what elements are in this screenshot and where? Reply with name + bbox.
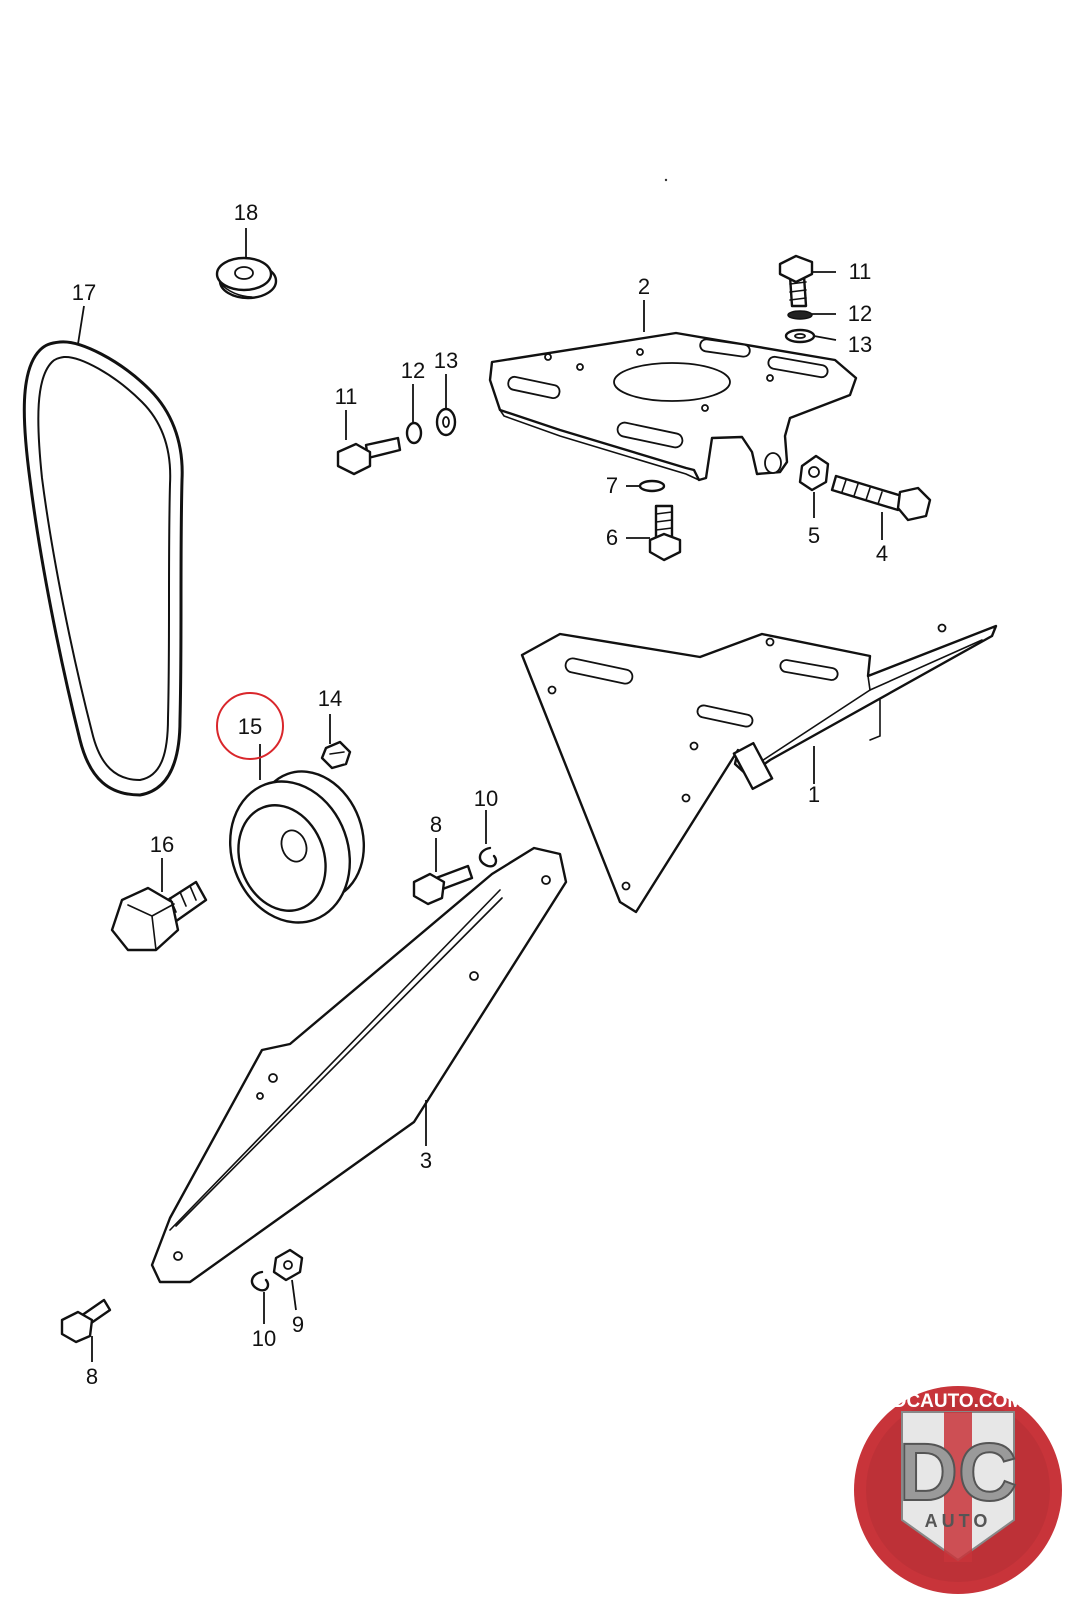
- pulley-bolt: [110, 880, 208, 952]
- callout-label: 2: [638, 274, 650, 299]
- leader-lines: [77, 228, 883, 1362]
- callout-label: 13: [848, 332, 872, 357]
- callout-label: 7: [606, 473, 618, 498]
- dcauto-logo: DCAUTO.COM DC AUTO: [854, 1386, 1062, 1594]
- circlip-upper: [478, 846, 498, 868]
- callout-label: 14: [318, 686, 342, 711]
- idler-pulley: [228, 770, 366, 924]
- tensioner-arm: [150, 846, 568, 1284]
- bolt-bottom: [60, 1298, 112, 1344]
- small-washer: [638, 479, 666, 493]
- callout-label: 17: [72, 280, 96, 305]
- callout-label: 10: [252, 1326, 276, 1351]
- long-bolt: [830, 474, 932, 522]
- bolt-right: [778, 254, 814, 308]
- small-nut: [320, 740, 352, 770]
- callout-label highlighted-callout: 15: [238, 714, 262, 739]
- scan-dot: [664, 178, 668, 182]
- v-belt: [22, 340, 184, 797]
- circlip-lower: [250, 1270, 270, 1292]
- logo-letters: DC: [899, 1427, 1017, 1518]
- lock-washer-right: [787, 310, 813, 320]
- flat-washer-left: [435, 407, 457, 437]
- highlight-ring: [216, 692, 284, 760]
- callout-label: 5: [808, 523, 820, 548]
- logo-auto-text: AUTO: [925, 1511, 992, 1531]
- callout-label: 10: [474, 786, 498, 811]
- nut-bottom: [272, 1248, 304, 1282]
- flat-washer-right: [784, 328, 816, 344]
- callout-label: 12: [401, 358, 425, 383]
- short-bolt: [648, 504, 682, 562]
- callout-label: 18: [234, 200, 258, 225]
- callout-label: 8: [430, 812, 442, 837]
- logo-url-text: DCAUTO.COM: [893, 1391, 1024, 1412]
- lower-support-bracket: [520, 623, 998, 914]
- callout-label: 9: [292, 1312, 304, 1337]
- callout-label: 16: [150, 832, 174, 857]
- callout-labels: 18 17 2 11 12 13 11 12 13 7 6 5 4 1 14 1…: [72, 200, 888, 1389]
- callout-label: 12: [848, 301, 872, 326]
- callout-label: 11: [849, 259, 872, 284]
- hex-nut: [798, 454, 830, 492]
- bolt-left: [336, 436, 402, 476]
- callout-label: 4: [876, 541, 888, 566]
- grommet: [215, 256, 278, 300]
- callout-label: 3: [420, 1148, 432, 1173]
- callout-label: 13: [434, 348, 458, 373]
- callout-label: 1: [808, 782, 820, 807]
- callout-label: 6: [606, 525, 618, 550]
- callout-label: 11: [335, 384, 358, 409]
- bolt-middle: [412, 864, 474, 906]
- upper-mounting-bracket: [488, 331, 858, 482]
- callout-label: 8: [86, 1364, 98, 1389]
- lock-washer-left: [405, 421, 423, 445]
